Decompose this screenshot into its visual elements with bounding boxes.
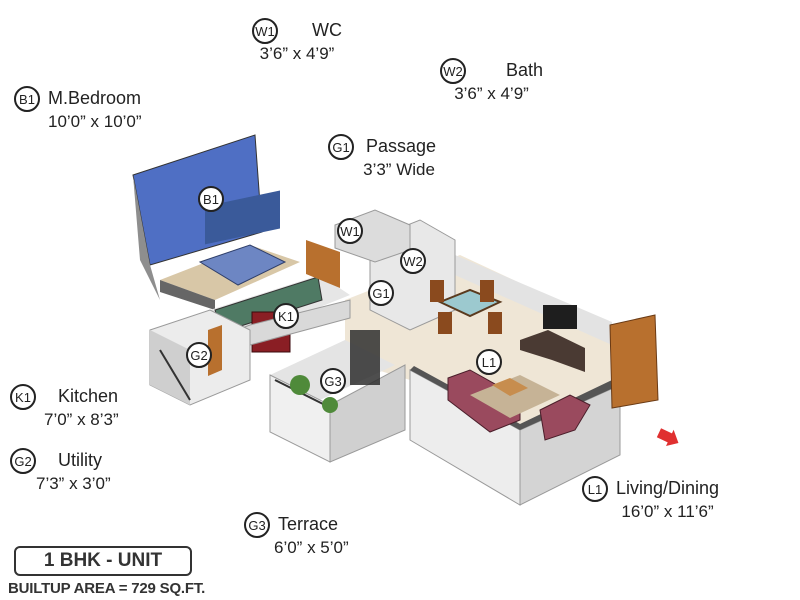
bedroom-door — [306, 240, 340, 288]
legend-terrace: G3 Terrace 6’0” x 5’0” — [244, 512, 349, 560]
legend-kitchen: K1 Kitchen 7’0” x 8’3” — [10, 384, 119, 432]
sofa-right — [539, 394, 591, 441]
legend-dims-kitchen: 7’0” x 8’3” — [44, 410, 119, 429]
legend-wc: W1 WC 3’6” x 4’9” — [252, 18, 342, 66]
legend-dims-bath: 3’6” x 4’9” — [454, 84, 529, 103]
rug — [470, 375, 560, 418]
legend-dims-terrace: 6’0” x 5’0” — [274, 538, 349, 557]
legend-name-passage: Passage — [366, 136, 437, 156]
dining-chair-4 — [488, 312, 502, 334]
utility-door — [208, 325, 222, 376]
terrace-plant-2 — [322, 397, 338, 413]
legend-badge-l1: L1 — [582, 476, 608, 502]
unit-type-label: 1 BHK - UNIT — [14, 546, 192, 576]
legend-dims-wc: 3’6” x 4’9” — [259, 44, 335, 63]
legend-living: L1 Living/Dining 16’0” x 11’6” — [582, 476, 719, 524]
plan-tag-g1: G1 — [368, 280, 394, 306]
legend-name-living: Living/Dining — [616, 478, 720, 498]
bedroom-front-wall — [160, 280, 215, 310]
legend-badge-w2: W2 — [440, 58, 466, 84]
legend-dims-passage: 3’3” Wide — [363, 160, 435, 179]
plan-tag-b1: B1 — [198, 186, 224, 212]
terrace-glass-door — [350, 330, 380, 385]
legend-utility: G2 Utility 7’3” x 3’0” — [10, 448, 111, 496]
legend-bedroom: B1 M.Bedroom 10’0” x 10’0” — [14, 86, 142, 134]
builtup-area-label: BUILTUP AREA = 729 SQ.FT. — [8, 580, 206, 597]
legend-dims-bedroom: 10’0” x 10’0” — [48, 112, 142, 131]
tv — [543, 305, 577, 329]
plan-tag-k1: K1 — [273, 303, 299, 329]
bed — [205, 190, 280, 245]
legend-name-bedroom: M.Bedroom — [48, 88, 142, 108]
bedroom-left-wall — [133, 175, 160, 300]
coffee-table — [492, 378, 528, 396]
plan-tag-g3: G3 — [320, 368, 346, 394]
tv-unit — [520, 330, 585, 372]
plan-tag-l1: L1 — [476, 349, 502, 375]
legend-badge-g1: G1 — [328, 134, 354, 160]
legend-passage: G1 Passage 3’3” Wide — [328, 134, 436, 182]
legend-badge-g3: G3 — [244, 512, 270, 538]
entry-arrow-icon — [656, 428, 679, 447]
legend-name-kitchen: Kitchen — [58, 386, 119, 406]
legend-badge-w1: W1 — [252, 18, 278, 44]
legend-dims-living: 16’0” x 11’6” — [621, 502, 714, 521]
legend-badge-k1: K1 — [10, 384, 36, 410]
legend-badge-b1: B1 — [14, 86, 40, 112]
main-door — [609, 314, 659, 409]
dining-chair-2 — [480, 280, 494, 302]
terrace-plant — [290, 375, 310, 395]
bed-top — [198, 244, 287, 286]
dining-chair-3 — [438, 312, 452, 334]
utility-railing — [159, 349, 191, 401]
legend-name-bath: Bath — [506, 60, 544, 80]
legend-dims-utility: 7’3” x 3’0” — [36, 474, 111, 493]
living-wall-top — [410, 366, 620, 430]
dining-chair — [430, 280, 444, 302]
plan-tag-w2: W2 — [400, 248, 426, 274]
plan-tag-g2: G2 — [186, 342, 212, 368]
legend-name-wc: WC — [312, 20, 342, 40]
legend-bath: W2 Bath 3’6” x 4’9” — [440, 58, 543, 106]
legend-name-utility: Utility — [58, 450, 102, 470]
plan-tag-w1: W1 — [337, 218, 363, 244]
legend-name-terrace: Terrace — [278, 514, 339, 534]
legend-badge-g2: G2 — [10, 448, 36, 474]
living-right-wall — [519, 384, 621, 506]
